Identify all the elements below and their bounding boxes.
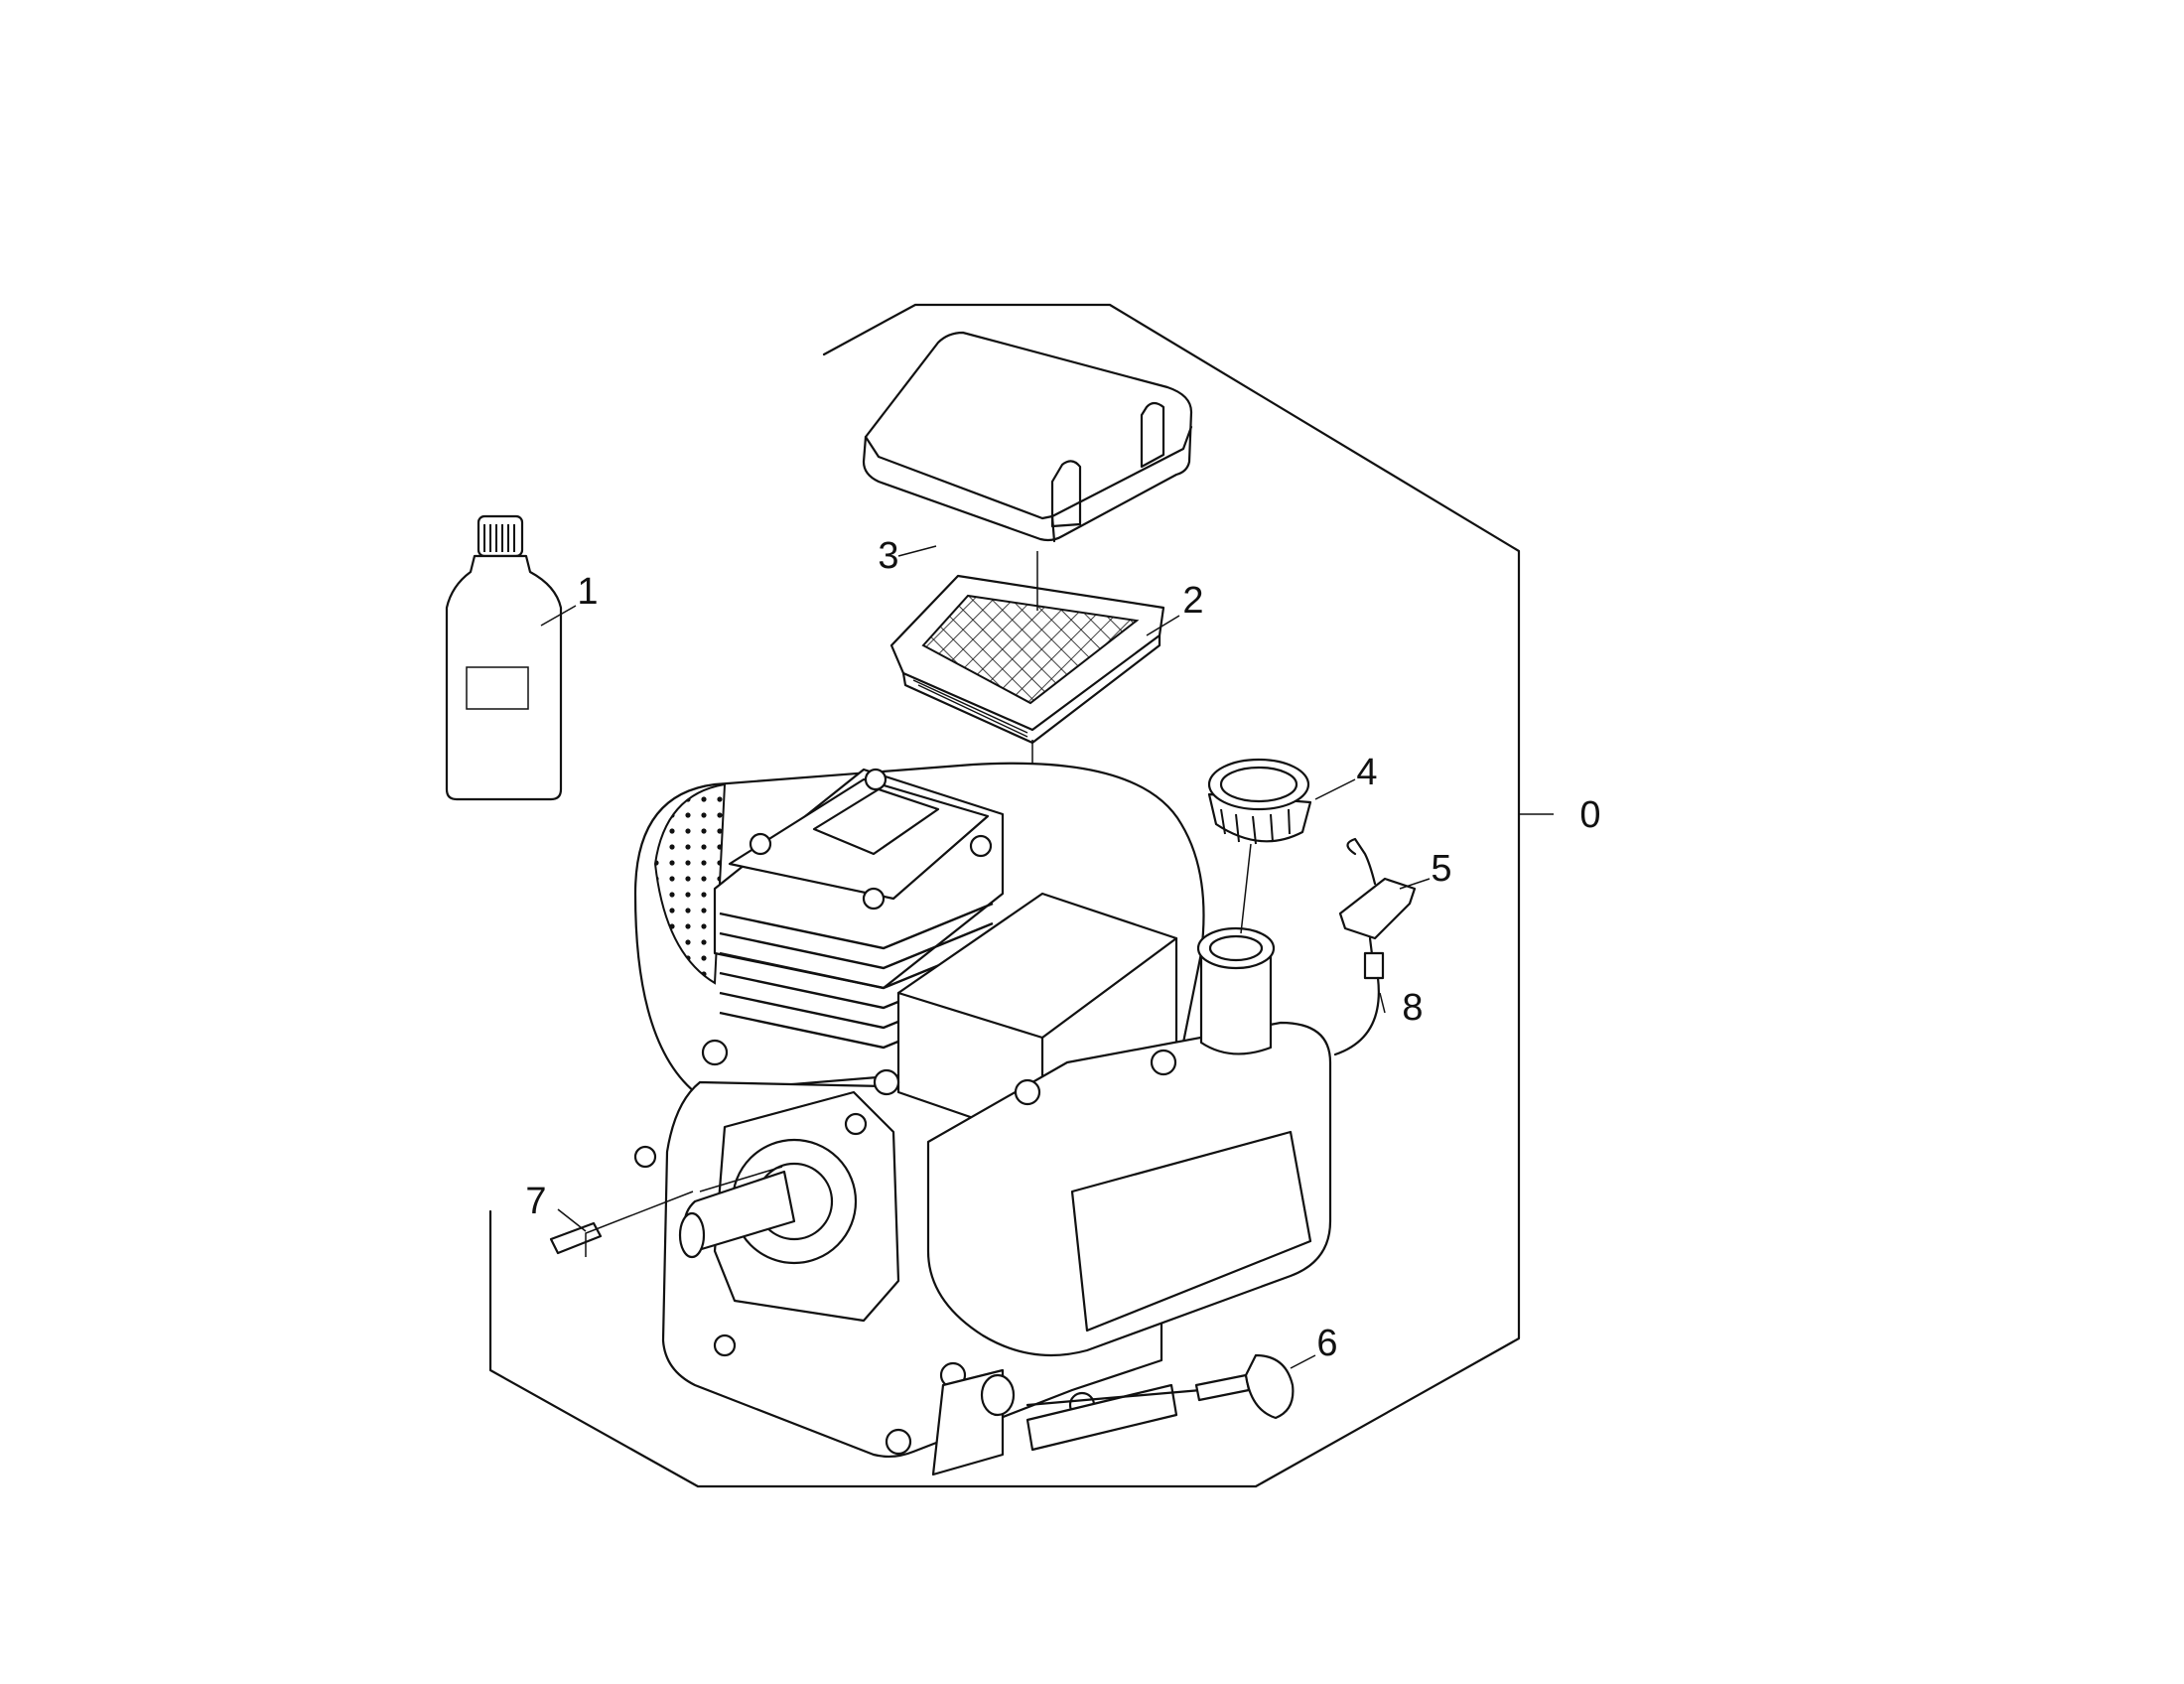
ignition-wire [1333,976,1380,1056]
callout-0: 0 [1579,794,1600,836]
air-cleaner-cover [862,331,1193,543]
callout-6: 6 [1316,1323,1337,1364]
callout-8: 8 [1402,987,1423,1029]
callout-7: 7 [525,1181,546,1222]
callout-1: 1 [577,571,598,613]
callout-labels: 0 1 2 3 4 5 6 7 8 [525,535,1600,1364]
leader-lines [540,545,1554,1369]
fuel-cap [1207,758,1312,934]
oil-dipstick [1025,1353,1295,1420]
air-filter-element [889,574,1165,745]
callout-2: 2 [1182,580,1203,622]
callout-3: 3 [878,535,898,577]
oil-bottle [445,514,563,801]
engine-body [633,762,1332,1476]
assembly-boundary [488,303,1521,1488]
spark-plug-cap [1338,837,1417,980]
shaft-key [549,1191,694,1257]
callout-5: 5 [1431,848,1451,890]
callout-4: 4 [1356,752,1377,793]
